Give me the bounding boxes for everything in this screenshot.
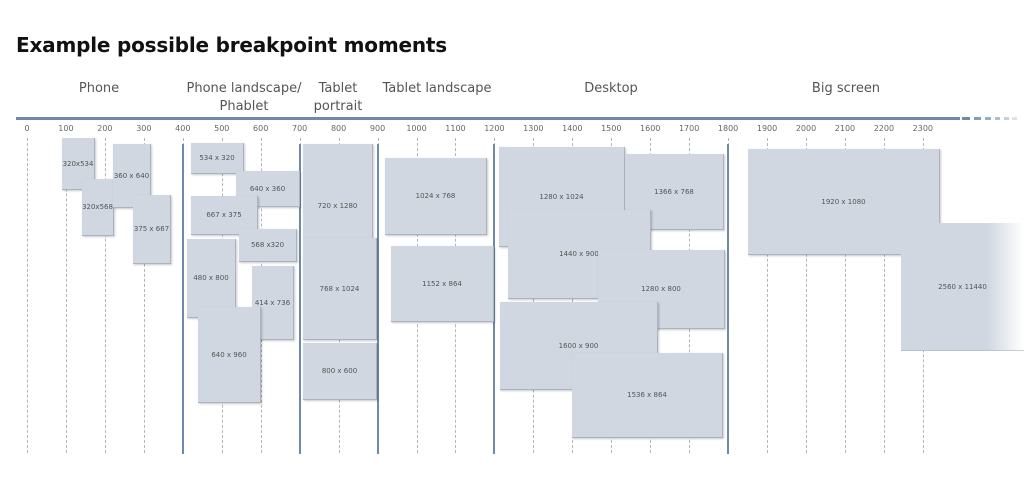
width-axis xyxy=(16,117,960,120)
axis-dash xyxy=(974,117,981,120)
breakpoint-line xyxy=(181,144,184,454)
gridline xyxy=(806,138,807,453)
resolution-box: 1536 x 864 xyxy=(572,353,723,438)
gridline xyxy=(143,138,145,453)
category-tablet-landscape: Tablet landscape xyxy=(382,81,492,96)
resolution-box: 1024 x 768 xyxy=(385,158,487,235)
tick-label: 600 xyxy=(253,124,269,133)
tick-label: 1400 xyxy=(562,124,583,133)
resolution-box: 640 x 960 xyxy=(198,307,261,403)
tick-label: 2300 xyxy=(912,124,934,133)
resolution-box: 375 x 667 xyxy=(133,195,171,264)
axis-dash xyxy=(985,117,991,120)
tick-label: 2100 xyxy=(834,124,856,133)
tick-label: 1900 xyxy=(756,124,778,133)
tick-label: 2200 xyxy=(873,124,895,133)
axis-dash xyxy=(995,117,1000,120)
axis-dash xyxy=(1004,117,1009,120)
resolution-box: 667 x 375 xyxy=(191,196,258,235)
resolution-box: 480 x 800 xyxy=(187,239,236,318)
tick-label: 2000 xyxy=(795,124,817,133)
gridline xyxy=(27,138,28,453)
resolution-box: 2560 x 11440 xyxy=(901,223,1024,351)
gridline xyxy=(883,138,885,453)
tick-label: 0 xyxy=(24,124,30,133)
tick-label: 300 xyxy=(136,124,152,133)
tick-label: 800 xyxy=(330,124,347,133)
tick-label: 1200 xyxy=(484,124,505,133)
tick-label: 1500 xyxy=(601,124,622,133)
resolution-box: 1152 x 864 xyxy=(391,246,494,322)
tick-label: 500 xyxy=(214,124,230,133)
tick-label: 1100 xyxy=(445,124,466,133)
tick-label: 700 xyxy=(292,124,308,133)
tick-label: 200 xyxy=(97,124,113,133)
gridline xyxy=(65,138,67,453)
tick-label: 1000 xyxy=(406,124,427,133)
category-tablet-portrait: Tablet portrait xyxy=(313,81,363,114)
resolution-box: 768 x 1024 xyxy=(303,238,377,340)
category-phone-landscape: Phone landscape/ Phablet xyxy=(186,81,302,114)
tick-label: 1600 xyxy=(640,124,661,133)
category-desktop: Desktop xyxy=(584,81,638,96)
resolution-box: 800 x 600 xyxy=(303,343,377,400)
gridline xyxy=(104,138,106,453)
category-phone: Phone xyxy=(78,81,120,96)
axis-dash xyxy=(1012,117,1017,120)
category-big-screen: Big screen xyxy=(811,81,881,96)
resolution-box: 568 x320 xyxy=(239,229,297,262)
tick-label: 1300 xyxy=(523,124,544,133)
gridline xyxy=(767,138,769,453)
tick-label: 100 xyxy=(58,124,74,133)
tick-label: 900 xyxy=(369,124,386,133)
diagram-title: Example possible breakpoint moments xyxy=(16,33,447,57)
tick-label: 400 xyxy=(175,124,191,133)
tick-label: 1700 xyxy=(678,124,700,133)
axis-dash xyxy=(962,117,970,120)
breakpoint-line xyxy=(298,144,301,454)
gridline xyxy=(844,138,846,453)
resolution-box: 320x568 xyxy=(82,179,114,236)
breakpoint-line xyxy=(727,144,730,454)
breakpoint-line xyxy=(493,144,496,454)
tick-label: 1800 xyxy=(717,124,739,133)
resolution-box: 534 x 320 xyxy=(191,143,244,174)
breakpoint-line xyxy=(376,144,379,454)
